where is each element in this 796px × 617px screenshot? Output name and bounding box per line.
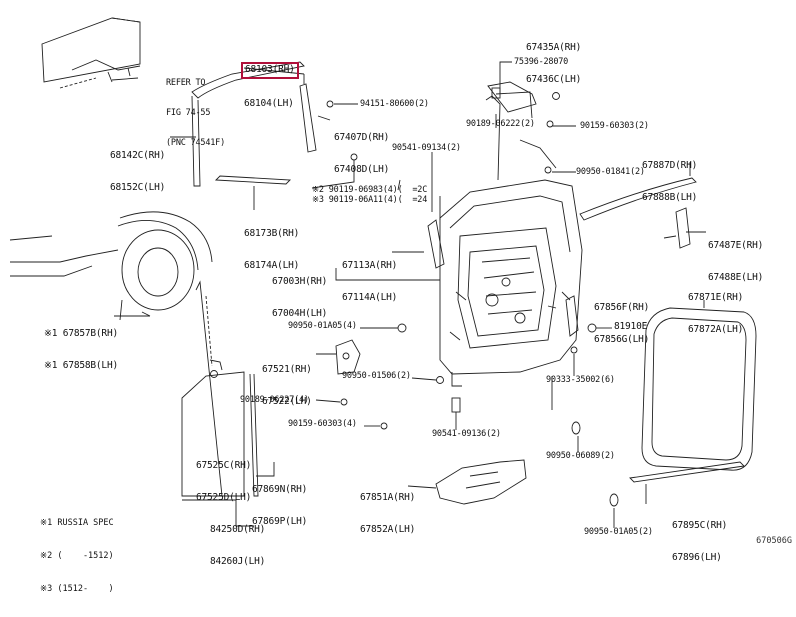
parts-diagram: REFER TO FIG 74-55 (PNC 74541F) 68103(RH… <box>9 17 792 594</box>
part-label-67856[interactable]: 67856F(RH) 67856G(LH) <box>594 282 649 366</box>
part-label-68142[interactable]: 68142C(RH) 68152C(LH) <box>110 130 165 214</box>
part-label-84250[interactable]: 84250D(RH) 84260J(LH) <box>210 504 265 588</box>
door-frame-reinforcement <box>427 91 557 269</box>
part-number[interactable]: 67113A(RH) <box>342 260 398 271</box>
rear-edge-molding <box>544 166 697 221</box>
door-inner-panel <box>439 179 583 387</box>
part-number[interactable]: 67872A(LH) <box>688 323 744 335</box>
part-number[interactable]: 67521(RH) <box>262 364 312 375</box>
part-number-68104[interactable]: 68104(LH) <box>244 97 294 109</box>
part-number[interactable]: 67522(LH) <box>262 395 312 407</box>
part-label-90950e[interactable]: 90950-01A05(2) <box>584 527 653 537</box>
window-glass-reference-outline <box>41 17 141 89</box>
part-number[interactable]: 67436C(LH) <box>526 73 582 85</box>
part-label-90159a[interactable]: 90159-60303(2) <box>580 121 649 131</box>
spec-legend: ※1 RUSSIA SPEC ※2 ( -1512) ※3 (1512- ) <box>40 496 114 617</box>
part-label-67487[interactable]: 67487E(RH) 67488E(LH) <box>708 220 763 304</box>
reference-note: REFER TO FIG 74-55 (PNC 74541F) <box>166 58 225 168</box>
part-label-68173[interactable]: 68173B(RH) 68174A(LH) <box>244 208 299 292</box>
part-number[interactable]: 67871E(RH) <box>688 292 744 303</box>
part-label-67871[interactable]: 67871E(RH) 67872A(LH) <box>688 272 743 356</box>
door-lock-actuator <box>335 339 361 375</box>
part-number[interactable]: 68174A(LH) <box>244 259 300 271</box>
part-number[interactable]: 67004H(LH) <box>272 307 328 319</box>
window-frame-molding <box>191 61 305 187</box>
lower-trim-panel <box>181 280 259 497</box>
leader-lines <box>111 61 706 528</box>
diagram-code: 670506G <box>756 536 792 546</box>
part-number[interactable]: 67869P(LH) <box>252 515 308 527</box>
part-number-68103-highlighted[interactable]: 68103(RH) <box>241 62 299 79</box>
part-label-67521[interactable]: 67521(RH) 67522(LH) <box>262 344 312 428</box>
part-number[interactable]: 67525C(RH) <box>196 460 252 471</box>
part-number[interactable]: 67487E(RH) <box>708 240 764 251</box>
part-label-67003[interactable]: 67003H(RH) 67004H(LH) <box>272 256 327 340</box>
part-label-90189b[interactable]: 90189-06227(4) <box>240 395 309 405</box>
part-number[interactable]: 67408D(LH) <box>334 163 390 175</box>
part-number[interactable]: 67856F(RH) <box>594 302 650 313</box>
reference-note-line3: (PNC 74541F) <box>166 138 226 148</box>
part-label-81910[interactable]: 81910E <box>614 321 648 332</box>
part-label-90189a[interactable]: 90189-06222(2) <box>466 119 535 129</box>
part-label-90333[interactable]: 90333-35002(6) <box>546 375 615 385</box>
part-number[interactable]: 84260J(LH) <box>210 555 266 567</box>
door-weatherstrip <box>641 307 757 471</box>
part-label-67869[interactable]: 67869N(RH) 67869P(LH) <box>252 464 307 548</box>
part-number[interactable]: 67003H(RH) <box>272 276 328 287</box>
part-label-67887[interactable]: 67887D(RH) 67888B(LH) <box>642 140 697 224</box>
legend-item: ※2 ( -1512) <box>40 551 114 561</box>
part-label-68103[interactable]: 68103(RH) 68104(LH) <box>241 44 299 130</box>
part-number[interactable]: ※1 67858B(LH) <box>44 359 118 371</box>
part-number[interactable]: 67895C(RH) <box>672 520 728 531</box>
part-number[interactable]: 68173B(RH) <box>244 228 300 239</box>
part-label-90119b[interactable]: ※3 90119-06A11(4)( =24 <box>312 195 428 205</box>
part-number[interactable]: 67869N(RH) <box>252 484 308 495</box>
legend-item: ※3 (1512- ) <box>40 584 114 594</box>
part-number[interactable]: 67435A(RH) <box>526 42 582 53</box>
part-label-67407[interactable]: 67407D(RH) 67408D(LH) <box>334 112 389 196</box>
part-number[interactable]: 67114A(LH) <box>342 291 398 303</box>
part-label-90119a[interactable]: ※2 90119-06983(4)( =2C <box>312 185 428 195</box>
part-number[interactable]: 67856G(LH) <box>594 333 650 345</box>
part-number[interactable]: 68152C(LH) <box>110 181 166 193</box>
part-number[interactable]: 67407D(RH) <box>334 132 390 143</box>
part-label-90541b[interactable]: 90541-09136(2) <box>432 429 501 439</box>
part-label-67435[interactable]: 67435A(RH) 67436C(LH) <box>526 22 581 106</box>
part-number[interactable]: 68142C(RH) <box>110 150 166 161</box>
part-label-90950a[interactable]: 90950-01841(2) <box>576 167 645 177</box>
part-number[interactable]: 84250D(RH) <box>210 524 266 535</box>
part-label-90159b[interactable]: 90159-60303(4) <box>288 419 357 429</box>
part-number[interactable]: 67525D(LH) <box>196 491 252 503</box>
part-number[interactable]: ※1 67857B(RH) <box>44 328 118 339</box>
part-label-75396[interactable]: 75396-28070 <box>514 57 569 67</box>
part-label-67895[interactable]: 67895C(RH) 67896(LH) <box>672 500 727 584</box>
part-label-67857[interactable]: ※1 67857B(RH) ※1 67858B(LH) <box>44 308 118 392</box>
part-number[interactable]: 67887D(RH) <box>642 160 698 171</box>
part-label-90950b[interactable]: 90950-01A05(4) <box>288 321 357 331</box>
part-label-90950d[interactable]: 90950-06089(2) <box>546 451 615 461</box>
part-number[interactable]: 67852A(LH) <box>360 523 416 535</box>
part-label-67113[interactable]: 67113A(RH) 67114A(LH) <box>342 240 397 324</box>
part-number[interactable]: 67488E(LH) <box>708 271 764 283</box>
part-label-94151[interactable]: 94151-80600(2) <box>360 99 429 109</box>
check-bracket <box>663 207 691 249</box>
part-number[interactable]: 67888B(LH) <box>642 191 698 203</box>
part-label-67851[interactable]: 67851A(RH) 67852A(LH) <box>360 472 415 556</box>
run-channel <box>299 74 358 161</box>
reference-note-line2: FIG 74-55 <box>166 108 211 118</box>
lower-weatherstrip <box>629 461 745 483</box>
part-label-90541a[interactable]: 90541-09134(2) <box>392 143 461 153</box>
reference-note-line1: REFER TO <box>166 78 206 88</box>
part-label-90950c[interactable]: 90950-01506(2) <box>342 371 411 381</box>
regulator-bracket <box>565 295 597 337</box>
door-trim-garnish <box>435 459 527 505</box>
vehicle-body-outline <box>9 211 213 321</box>
part-number[interactable]: 67851A(RH) <box>360 492 416 503</box>
part-label-67525[interactable]: 67525C(RH) 67525D(LH) <box>196 440 251 524</box>
door-assembly-drawing <box>9 17 757 528</box>
legend-item: ※1 RUSSIA SPEC <box>40 518 114 528</box>
part-number[interactable]: 67896(LH) <box>672 551 722 563</box>
